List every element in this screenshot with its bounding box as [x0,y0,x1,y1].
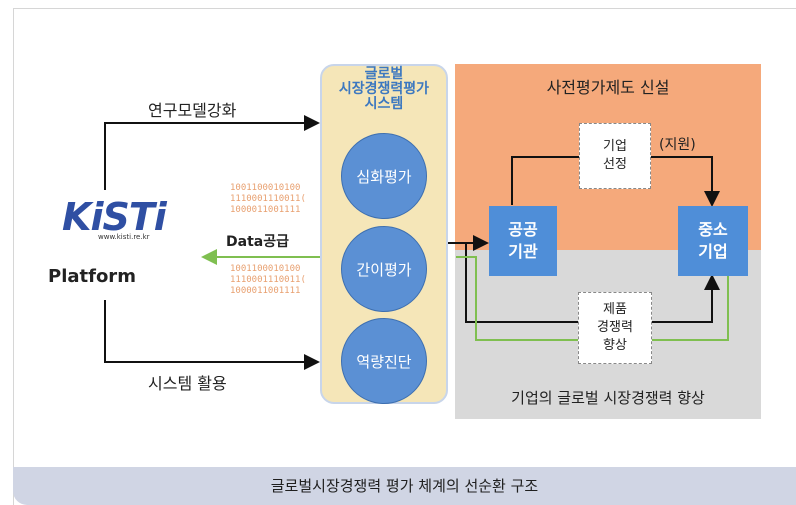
research-model-label: 연구모델강화 [148,101,237,120]
kisti-logo: KiSTi [62,195,167,239]
competitiveness-title: 기업의 글로벌 시장경쟁력 향상 [511,389,705,407]
caption-bar [13,467,796,505]
company-selection-box: 기업 선정 [579,123,651,189]
support-label: (지원) [659,137,696,153]
public-org-box: 공공 기관 [489,206,557,276]
evaluation-system-title: 글로벌 시장경쟁력평가 시스템 [338,66,430,112]
system-item-simple-evaluation: 간이평가 [341,226,427,312]
data-supply-label: Data공급 [226,234,289,250]
figure-caption: 글로벌시장경쟁력 평가 체계의 선순환 구조 [270,477,539,495]
binary-data-top: 1001100010100 1110001110011( 10000110011… [230,183,306,215]
pre-evaluation-title: 사전평가제도 신설 [546,78,670,97]
product-competitiveness-box: 제품 경쟁력 향상 [578,292,652,364]
platform-label: Platform [48,266,136,287]
system-item-capability-diagnosis: 역량진단 [341,318,427,404]
binary-data-bottom: 1001100010100 1110001110011( 10000110011… [230,264,306,296]
system-item-deep-evaluation: 심화평가 [341,133,427,219]
sme-box: 중소 기업 [678,206,748,276]
system-usage-label: 시스템 활용 [148,374,227,393]
kisti-url: www.kisti.re.kr [98,233,150,241]
